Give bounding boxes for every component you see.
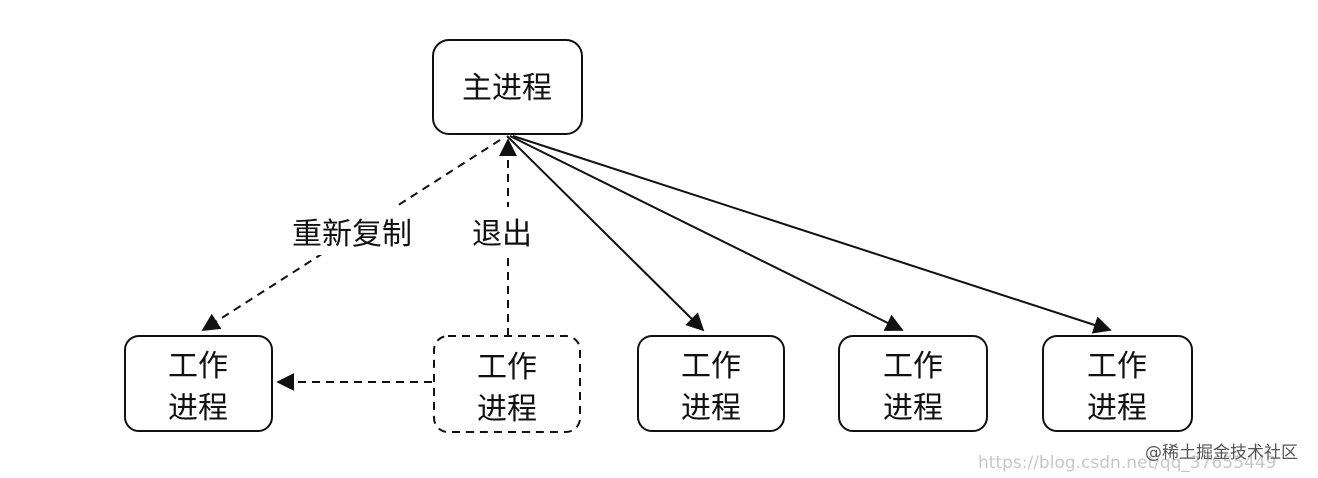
- edge-master-to-worker-2: [506, 135, 705, 332]
- worker-label-line2: 进程: [477, 392, 537, 427]
- worker-label-line2: 进程: [681, 391, 741, 426]
- worker-node-2: 工作 进程: [637, 335, 785, 432]
- worker-node-4: 工作 进程: [1042, 335, 1193, 432]
- refork-label: 重新复制: [292, 217, 412, 252]
- worker-node-3: 工作 进程: [838, 335, 988, 432]
- edge-master-to-worker-4: [512, 135, 1112, 334]
- worker-label-line2: 进程: [883, 391, 943, 426]
- master-process-label: 主进程: [462, 71, 552, 106]
- worker-label-line1: 工作: [477, 350, 537, 385]
- edge-refork-dashed: [201, 139, 501, 331]
- watermark-url: https://blog.csdn.net/qq_37655449: [978, 453, 1276, 473]
- watermark-brand: @稀土掘金技术社区: [1145, 443, 1298, 463]
- worker-label-line1: 工作: [883, 349, 943, 384]
- worker-label-line2: 进程: [168, 391, 228, 426]
- master-process-node: 主进程: [432, 39, 583, 135]
- edge-master-to-worker-3: [509, 135, 904, 331]
- worker-label-line1: 工作: [168, 349, 228, 384]
- worker-label-line2: 进程: [1087, 391, 1147, 426]
- worker-node-restarted: 工作 进程: [124, 335, 273, 432]
- worker-label-line1: 工作: [1087, 349, 1147, 384]
- worker-node-exited: 工作 进程: [433, 335, 581, 433]
- exit-label: 退出: [472, 217, 532, 252]
- worker-label-line1: 工作: [681, 349, 741, 384]
